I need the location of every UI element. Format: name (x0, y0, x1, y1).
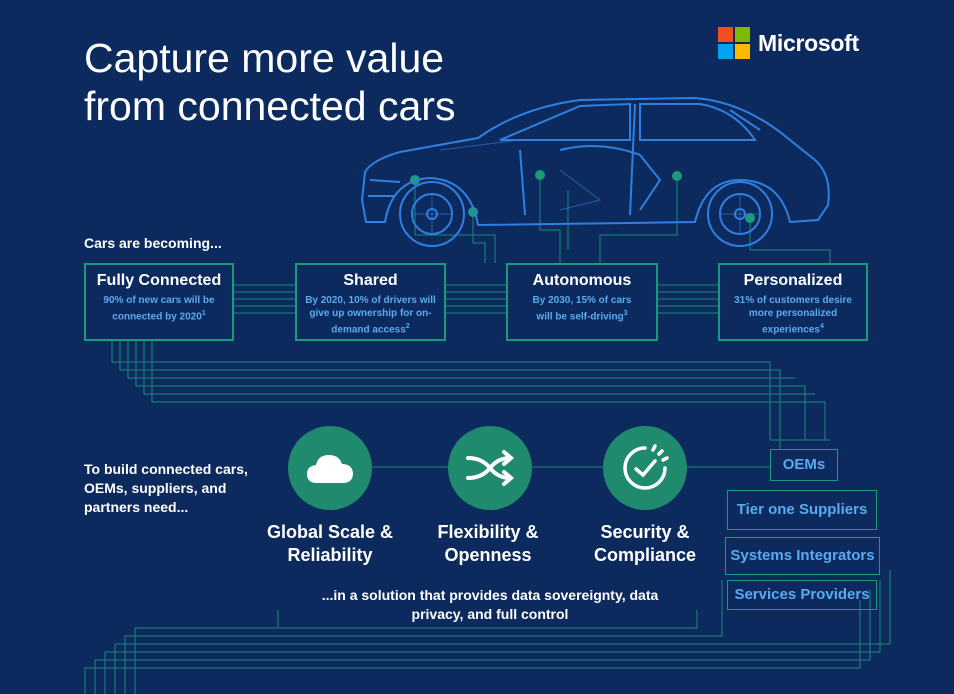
trend-heading: Shared (343, 272, 398, 289)
needs-line-2: OEMs, suppliers, and (84, 480, 227, 496)
trend-card-shared: Shared By 2020, 10% of drivers will give… (295, 263, 446, 341)
trend-card-personalized: Personalized 31% of customers desire mor… (718, 263, 868, 341)
solution-line-2: privacy, and full control (411, 606, 569, 622)
solution-line-1: ...in a solution that provides data sove… (321, 587, 659, 603)
pillar-line-2: Reliability (287, 545, 373, 565)
trend-card-fully-connected: Fully Connected 90% of new cars will be … (84, 263, 234, 341)
needs-line-1: To build connected cars, (84, 461, 248, 477)
windows-logo-icon (718, 27, 750, 59)
trend-heading: Fully Connected (96, 272, 222, 289)
pillar-line-1: Security & (600, 522, 690, 542)
pillar-flexibility: Flexibility & Openness (403, 521, 573, 567)
title-line-1: Capture more value (84, 35, 445, 81)
trend-desc: 31% of customers desire more personalize… (734, 295, 852, 336)
needs-text: To build connected cars, OEMs, suppliers… (84, 460, 248, 517)
cloud-icon (288, 426, 372, 510)
partner-tier-one-suppliers: Tier one Suppliers (727, 490, 877, 530)
pillar-line-1: Global Scale & (266, 522, 394, 542)
trend-heading: Autonomous (532, 272, 632, 289)
clock-check-icon (603, 426, 687, 510)
needs-line-3: partners need... (84, 499, 189, 515)
pillar-line-2: Compliance (593, 545, 697, 565)
microsoft-logo: Microsoft (718, 27, 859, 59)
trend-desc: 90% of new cars will be connected by 202… (103, 295, 215, 323)
trend-desc: By 2020, 10% of drivers will give up own… (305, 295, 436, 336)
pillar-global-scale: Global Scale & Reliability (245, 521, 415, 567)
intro-text: Cars are becoming... (84, 235, 222, 251)
trend-desc: By 2030, 15% of cars will be self-drivin… (532, 295, 632, 323)
partner-systems-integrators: Systems Integrators (725, 537, 880, 575)
title-line-2: from connected cars (84, 83, 456, 129)
pillar-line-2: Openness (444, 545, 532, 565)
partner-services-providers: Services Providers (727, 580, 877, 610)
solution-text: ...in a solution that provides data sove… (280, 586, 700, 624)
trend-heading: Personalized (743, 272, 843, 289)
pillar-security: Security & Compliance (560, 521, 730, 567)
page-title: Capture more value from connected cars (84, 34, 544, 130)
pillar-line-1: Flexibility & (437, 522, 539, 542)
crossing-arrows-icon (448, 426, 532, 510)
trend-card-autonomous: Autonomous By 2030, 15% of cars will be … (506, 263, 658, 341)
partner-oems: OEMs (770, 449, 838, 481)
brand-name: Microsoft (758, 29, 859, 56)
